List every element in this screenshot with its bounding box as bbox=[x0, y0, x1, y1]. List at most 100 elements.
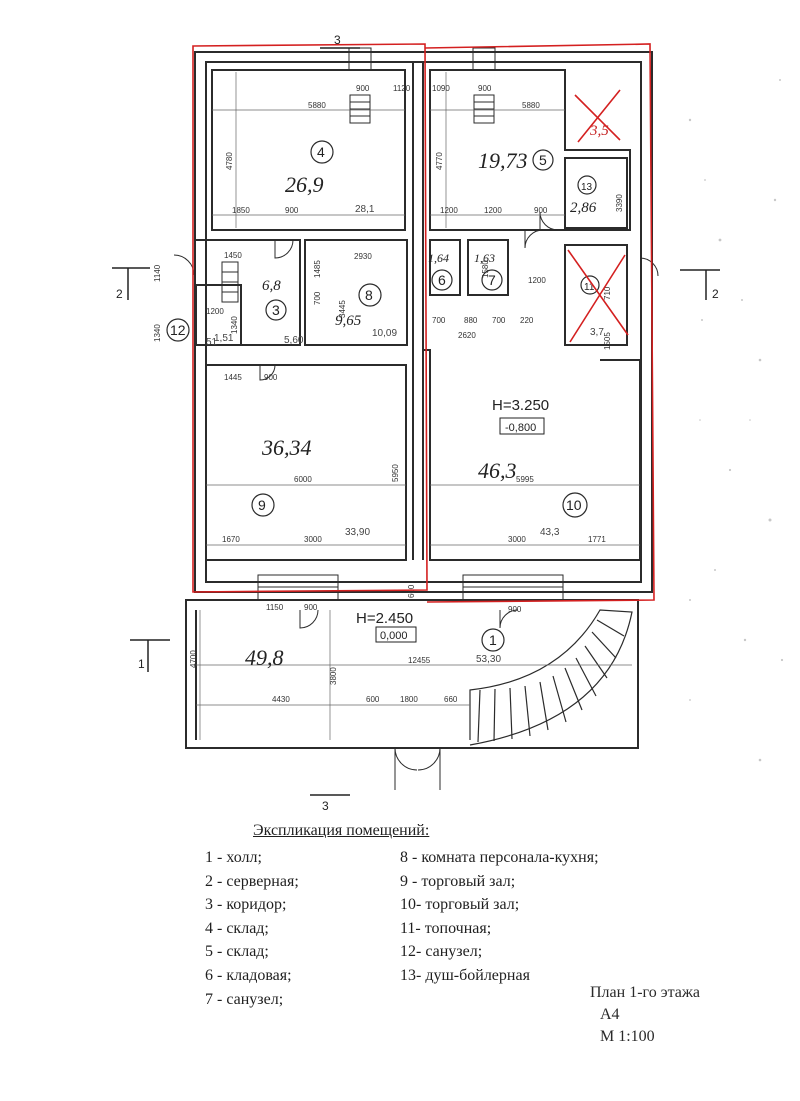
scan-speckle bbox=[688, 79, 784, 762]
legend-item: 3 - коридор; bbox=[205, 896, 287, 914]
dim-label: 1505 bbox=[603, 332, 612, 350]
dim-label: 1450 bbox=[224, 251, 242, 260]
legend-item: 5 - склад; bbox=[205, 943, 269, 961]
room-number-1: 1 bbox=[489, 632, 497, 648]
legend-left-column: 1 - холл; 2 - серверная; 3 - коридор; 4 … bbox=[205, 846, 299, 1011]
legend-item: 1 - холл; bbox=[205, 849, 262, 866]
level-lower-box bbox=[375, 626, 417, 643]
handwritten-area-7: 1,63 bbox=[474, 251, 495, 265]
section-mark-2-left: 2 bbox=[116, 287, 123, 301]
dim-label: 4700 bbox=[189, 650, 198, 668]
dim-label: 1670 bbox=[222, 535, 240, 544]
dim-label: 1340 bbox=[230, 316, 239, 334]
dimension-lines bbox=[196, 72, 640, 740]
dim-label: 1200 bbox=[440, 206, 458, 215]
handwritten-area-1: 49,8 bbox=[245, 645, 284, 670]
dim-label: 600 bbox=[366, 695, 380, 704]
dim-label: 600 bbox=[407, 584, 416, 598]
dim-label: 5880 bbox=[522, 101, 540, 110]
printed-area-11: 3,7 bbox=[590, 327, 604, 338]
dim-label: 900 bbox=[304, 603, 318, 612]
red-markup bbox=[192, 43, 655, 603]
dim-label: 700 bbox=[492, 316, 506, 325]
handwritten-area-12: 51 bbox=[206, 337, 218, 348]
printed-area-12: 1,51 bbox=[214, 333, 234, 344]
dim-label: 1580 bbox=[481, 260, 490, 278]
section-markers bbox=[112, 47, 720, 796]
dim-label: 1200 bbox=[484, 206, 502, 215]
legend-item: 10- торговый зал; bbox=[400, 896, 520, 914]
dim-label: 1445 bbox=[224, 373, 242, 382]
legend-item: 7 - санузел; bbox=[205, 990, 284, 1008]
room-number-13: 13 bbox=[581, 182, 593, 193]
room-number-5: 5 bbox=[539, 152, 547, 168]
dim-label: 4780 bbox=[225, 152, 234, 170]
dim-label: 1140 bbox=[153, 264, 162, 282]
handwritten-area-4: 26,9 bbox=[285, 172, 324, 197]
section-mark-3-bottom: 3 bbox=[322, 799, 329, 813]
dim-label: 1120 bbox=[393, 84, 411, 93]
printed-area-9: 33,90 bbox=[345, 527, 370, 538]
legend-item: 12- санузел; bbox=[400, 943, 483, 961]
dim-label: 900 bbox=[478, 84, 492, 93]
walls bbox=[185, 51, 653, 749]
handwritten-area-11: 3,5 bbox=[589, 123, 609, 139]
legend-item: 9 - торговый зал; bbox=[400, 872, 516, 890]
dim-label: 900 bbox=[508, 605, 522, 614]
dim-label: 1771 bbox=[588, 535, 606, 544]
dim-label: 900 bbox=[356, 84, 370, 93]
dim-label: 12455 bbox=[408, 656, 431, 665]
handwritten-area-9: 36,34 bbox=[261, 435, 312, 460]
printed-area-8: 10,09 bbox=[372, 328, 397, 339]
level-lower-value: 0,000 bbox=[380, 630, 408, 642]
dim-label: 1340 bbox=[153, 324, 162, 342]
dim-label: 4430 bbox=[272, 695, 290, 704]
section-mark-3-top: 3 bbox=[334, 33, 341, 47]
dim-label: 220 bbox=[520, 316, 534, 325]
printed-area-3: 5,60 bbox=[284, 335, 304, 346]
dim-label: 1150 bbox=[266, 603, 284, 612]
room-number-7: 7 bbox=[488, 272, 496, 288]
dim-label: 900 bbox=[534, 206, 548, 215]
doors bbox=[173, 211, 659, 790]
dim-label: 5950 bbox=[391, 464, 400, 482]
dim-label: 3390 bbox=[615, 194, 624, 212]
handwritten-area-6: 1,64 bbox=[428, 251, 449, 265]
section-mark-1: 1 bbox=[138, 657, 145, 671]
handwritten-area-5: 19,73 bbox=[478, 148, 528, 173]
dim-label: 4770 bbox=[435, 152, 444, 170]
room-number-3: 3 bbox=[272, 302, 280, 318]
room-number-11: 11 bbox=[584, 282, 595, 293]
handwritten-area-10: 46,3 bbox=[478, 458, 517, 483]
dim-label: 1850 bbox=[232, 206, 250, 215]
stamp-sheet: А4 bbox=[600, 1006, 620, 1023]
stair-steps bbox=[221, 94, 495, 303]
dim-label: 6000 bbox=[294, 475, 312, 484]
floor-plan-drawing: 3 2 2 1 3 4 5 3 8 6 7 9 10 1 12 13 11 26… bbox=[112, 33, 784, 813]
printed-area-10: 43,3 bbox=[540, 527, 560, 538]
room-number-6: 6 bbox=[438, 272, 446, 288]
dim-label: 1485 bbox=[313, 260, 322, 278]
stamp-scale: М 1:100 bbox=[600, 1028, 655, 1045]
legend-item: 4 - склад; bbox=[205, 919, 269, 937]
stamp-title: План 1-го этажа bbox=[590, 984, 701, 1001]
dim-label: 3445 bbox=[338, 300, 347, 318]
room-number-4: 4 bbox=[317, 144, 325, 160]
room-number-10: 10 bbox=[566, 497, 582, 513]
level-upper: H=3.250 bbox=[492, 397, 549, 414]
legend-item: 2 - серверная; bbox=[205, 872, 299, 890]
dim-label: 700 bbox=[313, 291, 322, 305]
dim-label: 660 bbox=[444, 695, 458, 704]
title-stamp: План 1-го этажа А4 М 1:100 bbox=[590, 982, 700, 1048]
section-mark-2-right: 2 bbox=[712, 287, 719, 301]
room-number-8: 8 bbox=[365, 287, 373, 303]
dim-label: 5880 bbox=[308, 101, 326, 110]
room-number-12: 12 bbox=[170, 322, 186, 338]
legend-item: 8 - комната персонала-кухня; bbox=[400, 849, 599, 866]
level-upper-value: -0,800 bbox=[505, 422, 536, 434]
dim-label: 1200 bbox=[206, 307, 224, 316]
level-upper-box bbox=[499, 417, 545, 435]
curved-staircase bbox=[469, 609, 633, 746]
level-lower: H=2.450 bbox=[356, 610, 413, 627]
dim-label: 900 bbox=[285, 206, 299, 215]
